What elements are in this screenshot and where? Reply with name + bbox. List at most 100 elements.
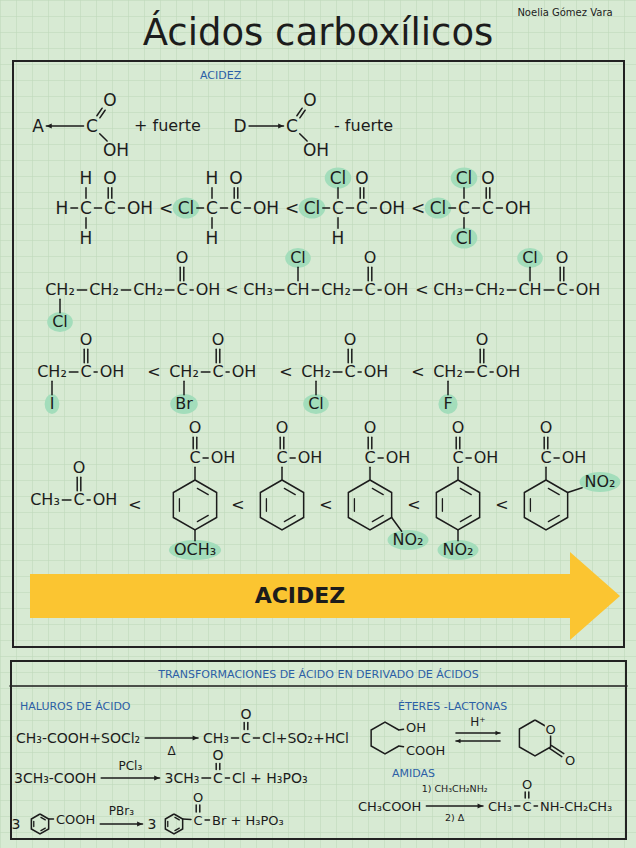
formula-text: OH [303,142,329,159]
formula-text: Cl [52,314,68,330]
section-heading: ÉTERES -LACTONAS [398,701,507,712]
bond [463,218,465,229]
formula-text: H [80,230,93,247]
formula-text: O [276,420,289,436]
formula-text: OH [496,364,521,380]
double-bond [485,188,487,199]
ring-double-bond [548,515,559,521]
formula-text: 3 [148,817,157,831]
formula-text: CH₂ [475,282,505,298]
bond [85,218,87,229]
bond [71,207,78,209]
formula-text: O [176,250,189,266]
double-bond [528,792,530,798]
formula-text: Cl+SO₂+HCl [262,731,349,745]
ring-double-bond [548,488,559,494]
panel-heading: ACIDEZ [200,70,241,81]
highlight-mark [170,394,198,414]
formula-text: OH [406,721,426,734]
formula-text: Cl [456,170,473,187]
formula-text: OH [100,364,125,380]
highlight-mark [388,530,429,550]
bond [94,371,97,373]
formula-text: C [213,771,223,785]
formula-text: OH [103,142,129,159]
arrow-head [478,803,483,808]
formula-text: < [285,200,299,217]
formula-text: OH [562,450,587,466]
bond [183,381,185,395]
double-bond [183,267,185,281]
formula-text: OH [253,200,279,217]
ring-double-bond [197,515,208,521]
ring-double-bond [284,488,295,494]
bond [211,218,213,229]
bond [165,289,174,291]
bond [545,467,547,480]
formula-text: OH [384,282,409,298]
double-bond [87,349,89,363]
double-bond [543,437,545,449]
formula-text: Cl [330,170,347,187]
bond [312,289,319,291]
double-bond [199,805,201,812]
benzene-ring [31,814,48,834]
formula-text: < [231,497,244,513]
bond [568,488,582,493]
formula-text: OH [379,200,405,217]
formula-text: O [344,332,357,348]
benzene-ring [436,480,479,530]
formula-text: OH [576,282,601,298]
double-bond [483,349,485,363]
double-bond [371,437,373,449]
double-bond [524,792,526,798]
double-bond [547,437,549,449]
formula-text: O [103,92,116,109]
arrow-head [456,739,461,743]
highlight-mark [299,198,326,219]
highlight-mark [325,168,352,189]
ring-double-bond [167,821,168,826]
formula-text: C [482,200,494,217]
bond [121,289,130,291]
bond [333,371,342,373]
bond [554,457,559,459]
arrow-label: ACIDEZ [30,574,570,618]
formula-text: CH₃ [433,282,463,298]
bond [507,289,516,291]
bond [194,467,196,480]
bond [496,207,502,209]
bond [100,134,107,141]
bond [290,457,295,459]
bond [463,188,465,199]
bond [358,371,361,373]
formula-text: CH₃ [488,800,512,813]
bond [275,289,284,291]
formula-text: CH₂ [321,282,351,298]
formula-text: C [241,731,251,745]
formula-text: - fuerte [334,118,393,134]
formula-text: O [544,723,556,736]
formula-text: OH [474,450,499,466]
bond [570,289,573,291]
highlight-mark [169,540,221,560]
formula-text: C [193,814,202,827]
formula-text: O [355,170,368,187]
double-bond [233,188,235,199]
bond [69,371,78,373]
formula-text: D [233,118,246,135]
highlight-mark [173,198,200,219]
formula-text: Br [175,396,193,412]
double-bond [76,477,78,491]
double-bond [351,349,353,363]
formula-text: C [458,200,470,217]
formula-text: H [80,170,93,187]
ring-double-bond [530,499,531,512]
bond [253,737,259,739]
formula-text: OH [505,200,531,217]
bond [323,207,330,209]
formula-text: NO₂ [585,474,616,490]
ring-double-bond [372,488,383,494]
